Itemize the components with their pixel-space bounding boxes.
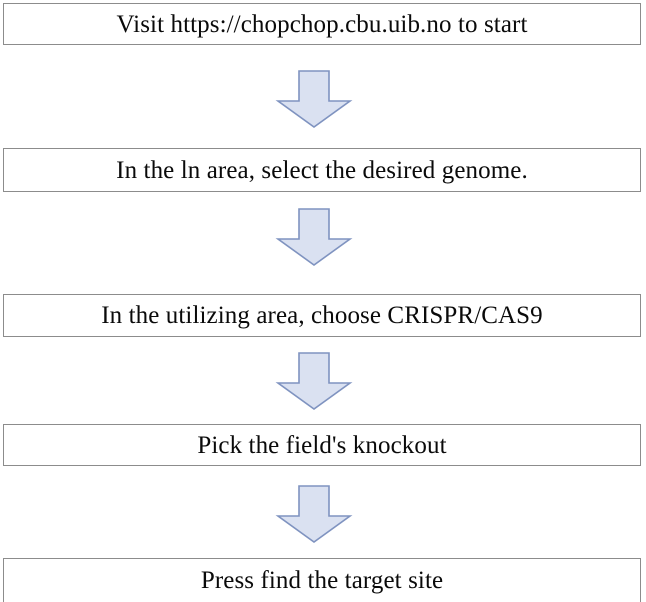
flowchart-node-label: In the ln area, select the desired genom… (116, 156, 528, 184)
arrow-down-icon (275, 352, 353, 410)
flowchart-node-step-3: In the utilizing area, choose CRISPR/CAS… (3, 294, 641, 337)
arrow-down-icon (275, 208, 353, 266)
flowchart-node-label: Press find the target site (200, 567, 444, 594)
flowchart-node-step-5: Press find the target site (3, 558, 641, 602)
flowchart-node-step-4: Pick the field's knockout (3, 424, 641, 466)
flowchart-node-step-1: Visit https://chopchop.cbu.uib.no to sta… (3, 3, 641, 45)
arrow-down-icon (275, 70, 353, 128)
flowchart-node-step-2: In the ln area, select the desired genom… (3, 148, 641, 192)
flowchart-node-label: Visit https://chopchop.cbu.uib.no to sta… (116, 10, 528, 38)
flowchart-node-label: In the utilizing area, choose CRISPR/CAS… (101, 302, 543, 329)
arrow-down-icon (275, 485, 353, 543)
flowchart-node-label: Pick the field's knockout (197, 431, 447, 459)
